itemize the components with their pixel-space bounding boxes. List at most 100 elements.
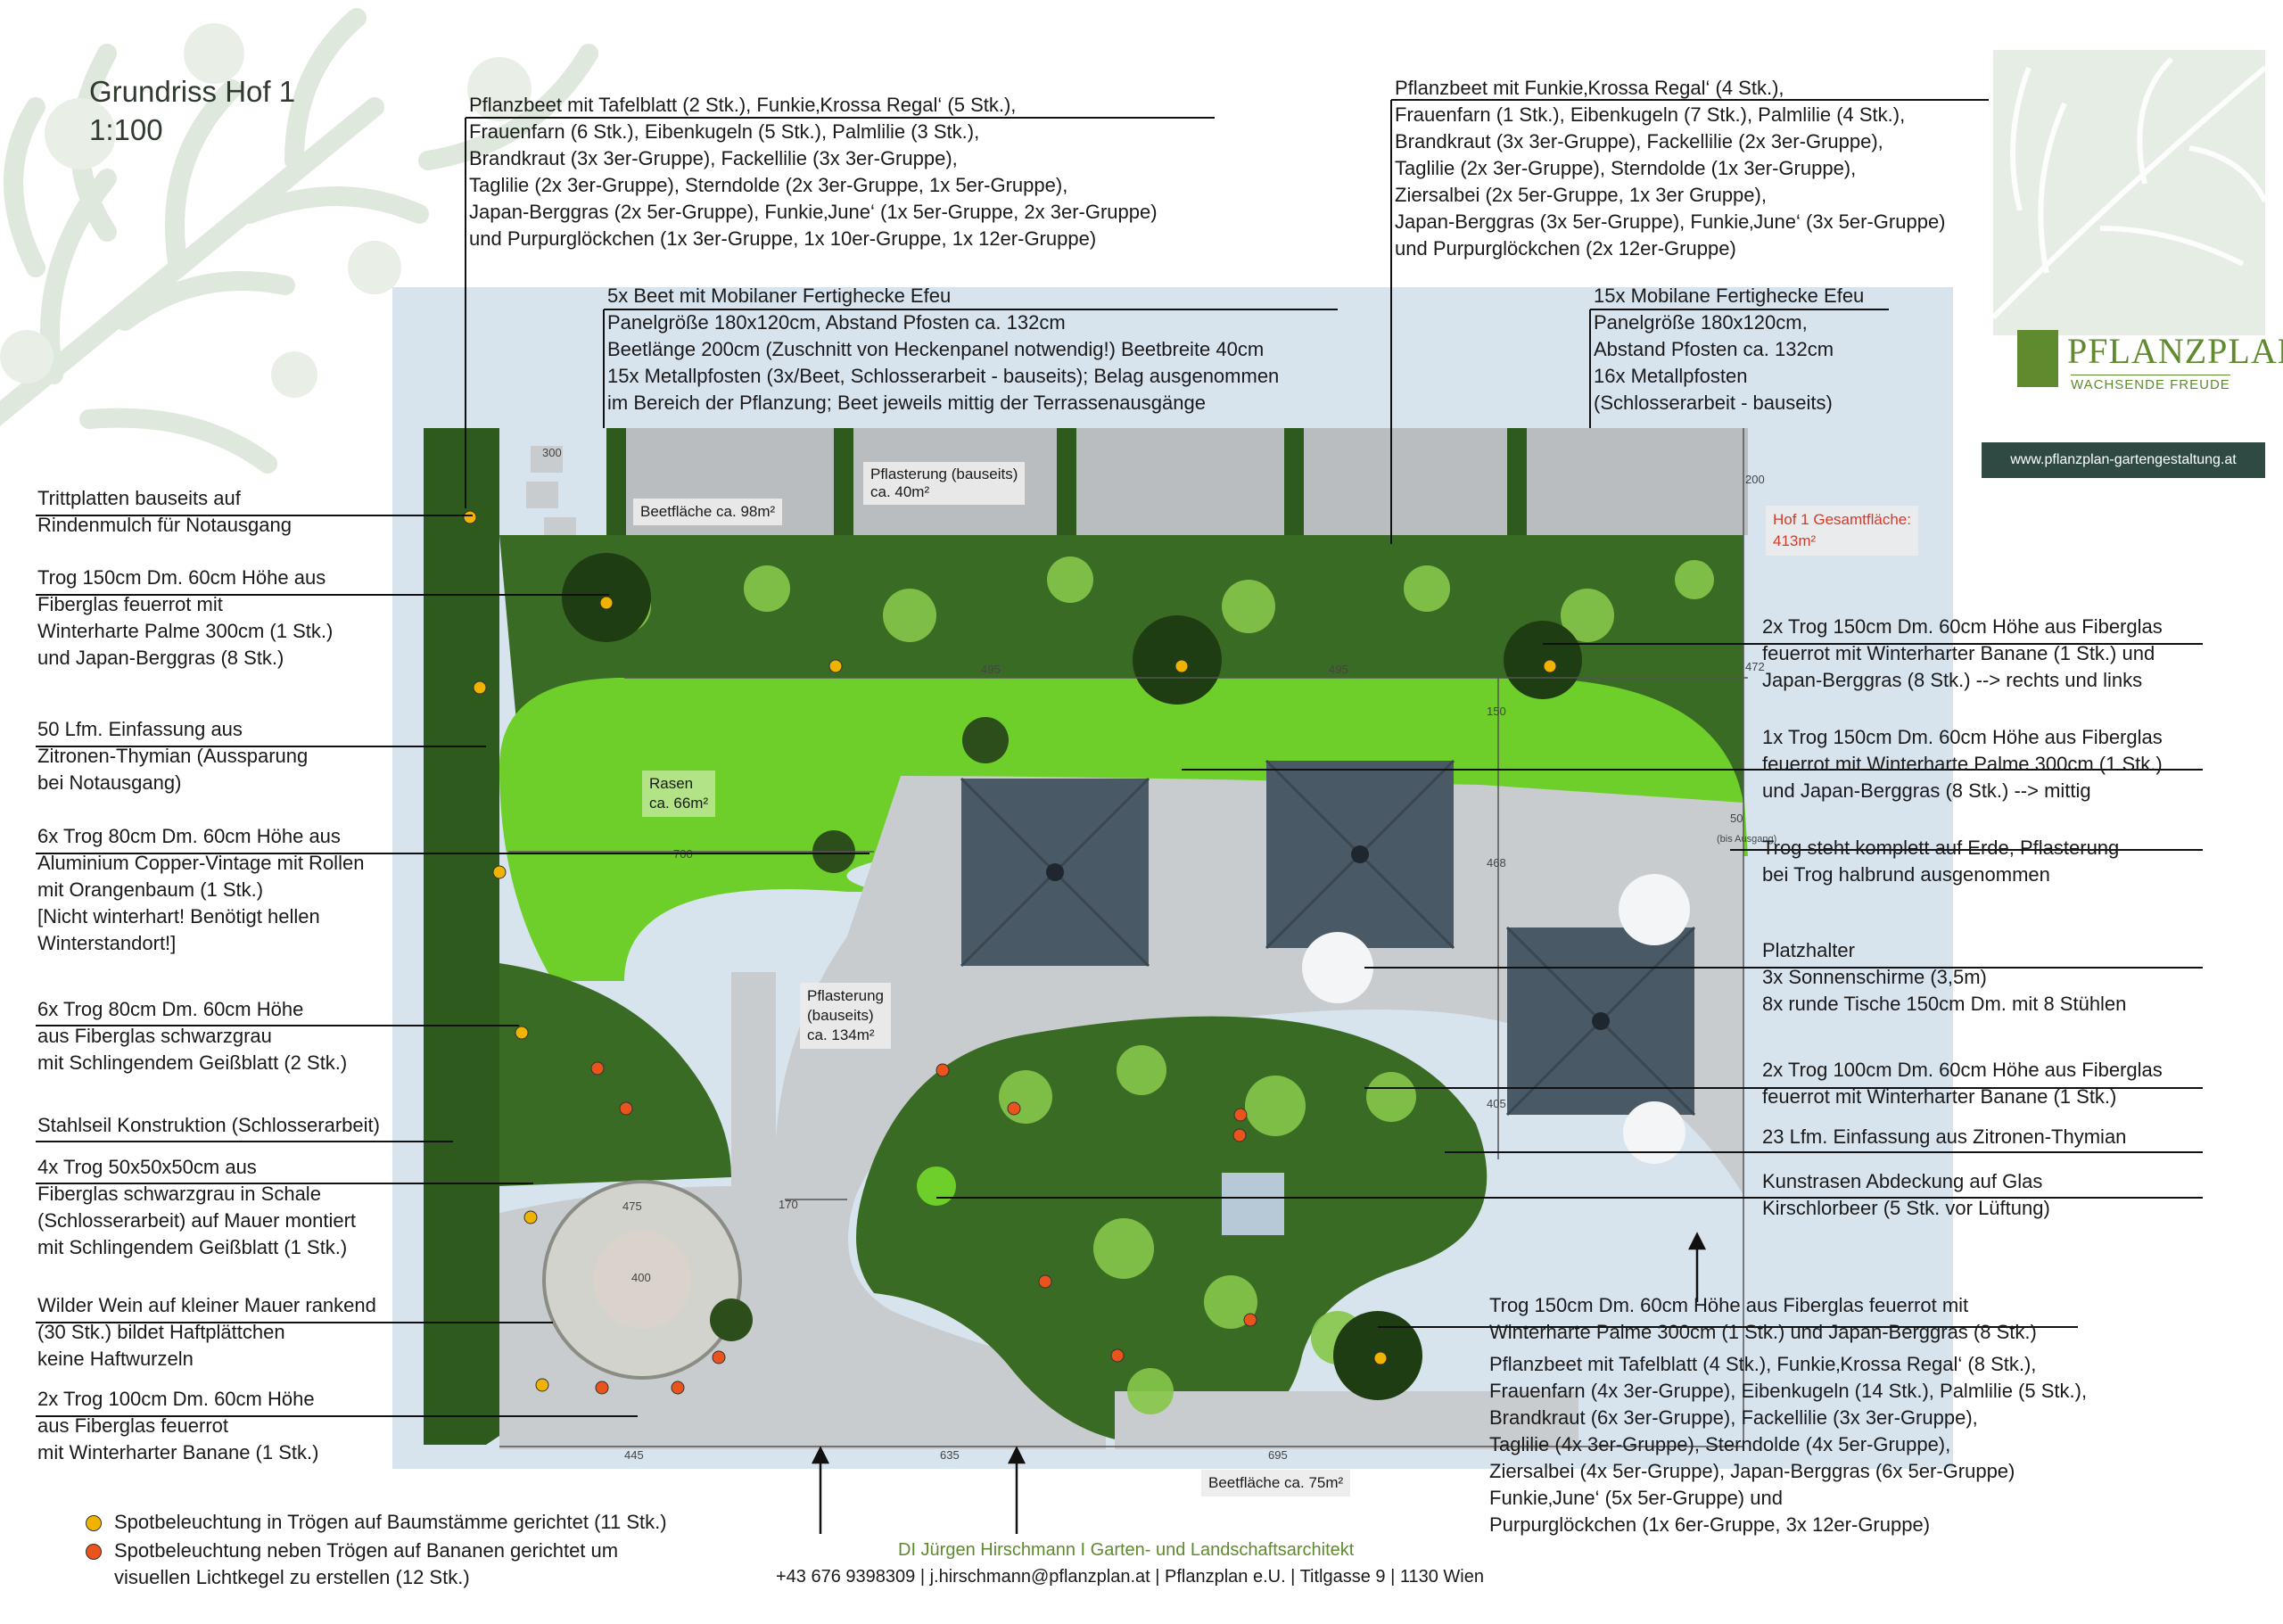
annotation-line: keine Haftwurzeln [37,1348,194,1370]
annotation-line: Japan-Berggras (2x 5er-Gruppe), Funkie‚J… [469,201,1158,223]
annotation-line: und Japan-Berggras (8 Stk.) [37,647,284,669]
legend-label: visuellen Lichtkegel zu erstellen (12 St… [114,1566,470,1588]
annotation-line: Zitronen-Thymian (Aussparung [37,745,309,767]
dim-150: 150 [1487,705,1506,718]
annotation-line: bei Trog halbrund ausgenommen [1762,863,2050,886]
beetflaeche-top-label: Beetfläche ca. 98m² [633,499,783,525]
gesamtflaeche-label: Hof 1 Gesamtfläche: 413m² [1766,506,1918,556]
annotation-trog-banane-right: 2x Trog 150cm Dm. 60cm Höhe aus Fibergla… [1762,614,2163,694]
dim-495-right: 495 [1329,663,1348,676]
rasen-line1: Rasen [649,775,694,792]
annotation-line: feuerrot mit Winterharter Banane (1 Stk.… [1762,1085,2117,1108]
annotation-trog-erde: Trog steht komplett auf Erde, Pflasterun… [1762,835,2119,888]
annotation-line: Trog 150cm Dm. 60cm Höhe aus Fiberglas f… [1489,1294,1969,1316]
rasen-line2: ca. 66m² [649,795,709,812]
annotation-pflanzbeet-bottom: Pflanzbeet mit Tafelblatt (4 Stk.), Funk… [1489,1351,2087,1538]
annotation-line: Panelgröße 180x120cm, Abstand Pfosten ca… [607,311,1066,334]
annotation-line: 5x Beet mit Mobilaner Fertighecke Efeu [607,284,952,307]
annotation-line: 16x Metallpfosten [1594,365,1748,387]
annotation-line: Fiberglas schwarzgrau in Schale [37,1183,321,1205]
leaf-vein-icon [1993,56,2265,320]
annotation-line: 6x Trog 80cm Dm. 60cm Höhe [37,998,304,1020]
annotation-line: Trittplatten bauseits auf [37,487,241,509]
dim-50: 50 [1730,812,1743,825]
annotation-line: Frauenfarn (6 Stk.), Eibenkugeln (5 Stk.… [469,120,980,143]
annotation-line: und Japan-Berggras (8 Stk.) --> mittig [1762,779,2091,802]
annotation-line: 2x Trog 150cm Dm. 60cm Höhe aus Fibergla… [1762,615,2163,638]
annotation-line: Fiberglas feuerrot mit [37,593,223,615]
annotation-line: aus Fiberglas feuerrot [37,1414,228,1437]
dim-400: 400 [631,1271,651,1284]
website-link[interactable]: www.pflanzplan-gartengestaltung.at [1982,442,2265,478]
annotation-line: 3x Sonnenschirme (3,5m) [1762,966,1987,988]
footer-contact: +43 676 9398309 | j.hirschmann@pflanzpla… [776,1567,1484,1587]
pflasterung-mid-label: Pflasterung (bauseits) ca. 134m² [800,983,891,1049]
annotation-trog-palme-bottom: Trog 150cm Dm. 60cm Höhe aus Fiberglas f… [1489,1292,2037,1346]
spot-orange-icon [86,1544,102,1560]
annotation-line: Trog steht komplett auf Erde, Pflasterun… [1762,837,2120,859]
annotation-kunstrasen: Kunstrasen Abdeckung auf Glas Kirschlorb… [1762,1168,2050,1222]
annotation-line: 50 Lfm. Einfassung aus [37,718,243,740]
pflasterung-mid-line2: (bauseits) [807,1007,874,1024]
legend-label: Spotbeleuchtung in Trögen auf Baumstämme… [114,1511,667,1533]
footer-author: DI Jürgen Hirschmann I Garten- und Lands… [898,1540,1355,1560]
annotation-line: Winterstandort!] [37,932,177,954]
logo-mark [2017,330,2058,387]
logo-tagline: WACHSENDE FREUDE [2071,375,2230,392]
annotation-line: Ziersalbei (4x 5er-Gruppe), Japan-Berggr… [1489,1460,2015,1482]
logo-name: PFLANZPLAN [2067,331,2283,371]
pflasterung-top-line1: Pflasterung (bauseits) [870,466,1018,482]
dim-475: 475 [622,1199,642,1213]
annotation-line: aus Fiberglas schwarzgrau [37,1025,272,1047]
annotation-line: mit Winterharter Banane (1 Stk.) [37,1441,319,1463]
annotation-line: Winterharte Palme 300cm (1 Stk.) [37,620,334,642]
dim-bis-ausgang: (bis Ausgang) [1717,834,1777,845]
annotation-line: Platzhalter [1762,939,1855,961]
annotation-hecke-efeu: 15x Mobilane Fertighecke Efeu Panelgröße… [1594,283,1864,416]
dim-445: 445 [624,1448,644,1462]
annotation-line: Taglilie (2x 3er-Gruppe), Sterndolde (1x… [1395,157,1857,179]
annotation-line: feuerrot mit Winterharte Palme 300cm (1 … [1762,753,2163,775]
annotation-line: 15x Mobilane Fertighecke Efeu [1594,284,1865,307]
annotation-trog-50: 4x Trog 50x50x50cm aus Fiberglas schwarz… [37,1154,356,1261]
legend-label: Spotbeleuchtung neben Trögen auf Bananen… [114,1539,619,1562]
annotation-line: Pflanzbeet mit Funkie‚Krossa Regal‘ (4 S… [1395,77,1784,99]
pflasterung-top-line2: ca. 40m² [870,483,930,500]
annotation-line: Japan-Berggras (3x 5er-Gruppe), Funkie‚J… [1395,210,1946,233]
annotation-line: Trog 150cm Dm. 60cm Höhe aus [37,566,326,589]
annotation-line: Frauenfarn (4x 3er-Gruppe), Eibenkugeln … [1489,1380,2088,1402]
annotation-line: Stahlseil Konstruktion (Schlosserarbeit) [37,1114,380,1136]
dim-695: 695 [1268,1448,1288,1462]
annotation-line: Japan-Berggras (8 Stk.) --> rechts und l… [1762,669,2143,691]
annotation-line: Taglilie (4x 3er-Gruppe), Sterndolde (4x… [1489,1433,1951,1455]
annotation-line: Wilder Wein auf kleiner Mauer rankend [37,1294,376,1316]
annotation-line: Rindenmulch für Notausgang [37,514,292,536]
plan-title: Grundriss Hof 1 [89,75,296,108]
annotation-line: Ziersalbei (2x 5er-Gruppe, 1x 3er Gruppe… [1395,184,1767,206]
annotation-einfassung-23: 23 Lfm. Einfassung aus Zitronen-Thymian [1762,1124,2126,1150]
annotation-line: Kunstrasen Abdeckung auf Glas [1762,1170,2043,1192]
annotation-line: Brandkraut (6x 3er-Gruppe), Fackellilie … [1489,1406,1978,1429]
annotation-line: 23 Lfm. Einfassung aus Zitronen-Thymian [1762,1125,2127,1148]
annotation-line: Pflanzbeet mit Tafelblatt (4 Stk.), Funk… [1489,1353,2037,1375]
annotation-line: Panelgröße 180x120cm, [1594,311,1808,334]
gesamtflaeche-line1: Hof 1 Gesamtfläche: [1773,511,1911,528]
annotation-line: 8x runde Tische 150cm Dm. mit 8 Stühlen [1762,993,2127,1015]
annotation-line: (30 Stk.) bildet Haftplättchen [37,1321,285,1343]
dim-200: 200 [1745,473,1765,486]
dim-300: 300 [542,446,562,459]
dim-468: 468 [1487,856,1506,870]
leaf-decoration [0,8,598,474]
dim-472: 472 [1745,660,1765,673]
annotation-trog-orangenbaum: 6x Trog 80cm Dm. 60cm Höhe aus Aluminium… [37,823,364,957]
logo-panel [1993,50,2265,335]
annotation-pflanzbeet-top-right: Pflanzbeet mit Funkie‚Krossa Regal‘ (4 S… [1395,75,1946,262]
annotation-pflanzbeet-top-left: Pflanzbeet mit Tafelblatt (2 Stk.), Funk… [469,92,1158,252]
annotation-line: (Schlosserarbeit - bauseits) [1594,392,1833,414]
annotation-wilder-wein: Wilder Wein auf kleiner Mauer rankend (3… [37,1292,376,1373]
annotation-hecke-beet: 5x Beet mit Mobilaner Fertighecke Efeu P… [607,283,1279,416]
annotation-trog-100-banane: 2x Trog 100cm Dm. 60cm Höhe aus Fibergla… [1762,1057,2163,1110]
annotation-line: 1x Trog 150cm Dm. 60cm Höhe aus Fibergla… [1762,726,2163,748]
annotation-line: Funkie‚June‘ (5x 5er-Gruppe) und [1489,1487,1783,1509]
